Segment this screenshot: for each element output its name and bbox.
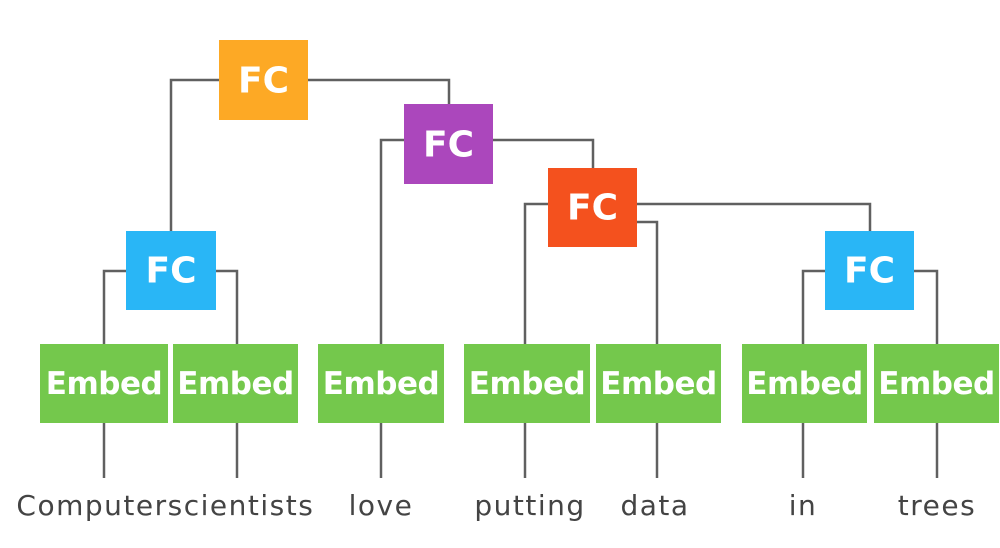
edge-fc-inner-b <box>637 220 659 344</box>
fc-left-node: FC <box>126 231 216 310</box>
fc-root-label: FC <box>238 61 289 102</box>
word-1: Computer <box>16 489 167 522</box>
fc-inner-label: FC <box>567 188 618 229</box>
word-7: trees <box>898 489 976 522</box>
fc-inner-box <box>548 168 637 247</box>
edge-fc-mid-a <box>379 138 404 344</box>
fc-mid-label: FC <box>423 125 474 166</box>
embed-box-7 <box>874 344 999 423</box>
embed-nodes: Embed Embed Embed Embed Embed Embed Embe… <box>40 344 999 423</box>
fc-right-node: FC <box>825 231 914 310</box>
word-6: in <box>789 489 818 522</box>
fc-right-box <box>825 231 914 310</box>
edge-fc-inner-a <box>523 202 548 344</box>
fc-root-node: FC <box>219 40 308 120</box>
fc-root-box <box>219 40 308 120</box>
fc-left-box <box>126 231 216 310</box>
embed-label-5: Embed <box>600 366 716 402</box>
fc-left-label: FC <box>145 251 196 292</box>
embed-label-7: Embed <box>878 366 994 402</box>
embed-label-4: Embed <box>469 366 585 402</box>
edge-fc-right-a <box>801 269 825 344</box>
word-5: data <box>620 489 689 522</box>
word-3: love <box>349 489 414 522</box>
edge-fc-left-b <box>216 269 239 344</box>
embed-box-2 <box>173 344 298 423</box>
embed-box-5 <box>596 344 721 423</box>
edge-fc-root-b <box>308 78 451 104</box>
fc-mid-node: FC <box>404 104 493 184</box>
word-2: scientists <box>168 489 315 522</box>
embed-box-1 <box>40 344 168 423</box>
embed-label-6: Embed <box>746 366 862 402</box>
embed-label-2: Embed <box>177 366 293 402</box>
edge-fc-right-b <box>914 269 939 344</box>
edge-fc-root-a <box>169 78 219 231</box>
input-words: Computer scientists love putting data in… <box>16 489 976 522</box>
word-edges <box>102 423 939 478</box>
fc-mid-box <box>404 104 493 184</box>
embed-box-6 <box>742 344 867 423</box>
embed-box-3 <box>318 344 444 423</box>
embed-label-1: Embed <box>46 366 162 402</box>
fc-inner-node: FC <box>548 168 637 247</box>
embed-label-3: Embed <box>323 366 439 402</box>
embed-box-4 <box>464 344 590 423</box>
word-4: putting <box>474 489 585 522</box>
fc-right-label: FC <box>844 251 895 292</box>
tree-edges <box>102 78 939 344</box>
edge-fc-inner-c <box>637 202 872 231</box>
edge-fc-mid-b <box>493 138 595 168</box>
edge-fc-left-a <box>102 269 126 344</box>
